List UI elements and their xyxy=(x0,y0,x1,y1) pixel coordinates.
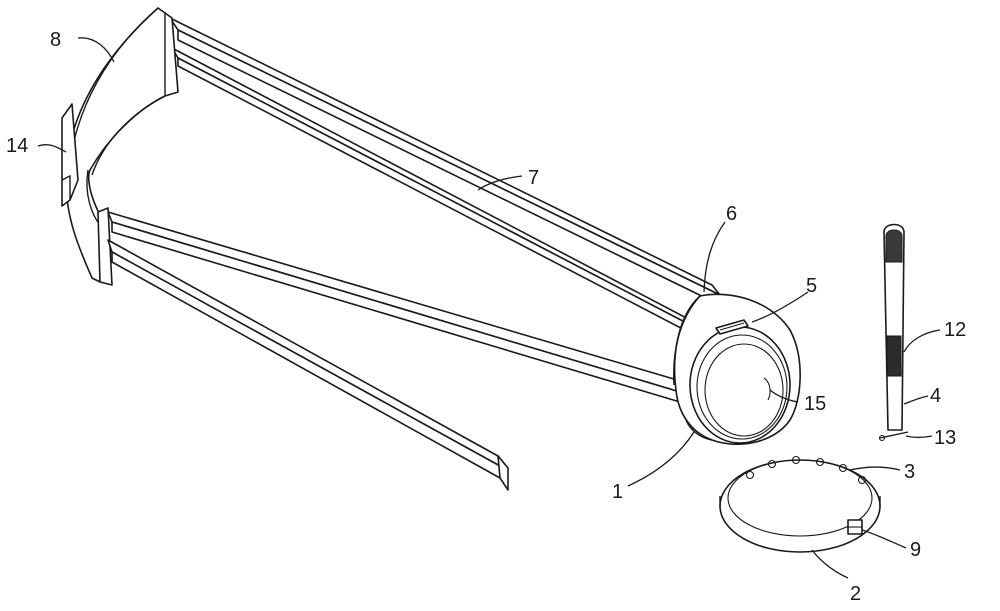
bottom-plate xyxy=(97,207,113,286)
label-3: 3 xyxy=(904,461,915,483)
ring-hole xyxy=(745,470,755,480)
label-15: 15 xyxy=(804,393,826,415)
label-4: 4 xyxy=(930,385,941,407)
strap-patch-top xyxy=(885,229,903,263)
label-1: 1 xyxy=(612,481,623,503)
ring-hole xyxy=(815,457,825,467)
label-6: 6 xyxy=(726,203,737,225)
leader-lines xyxy=(37,37,941,579)
label-8: 8 xyxy=(50,29,61,51)
ring-hole xyxy=(857,475,867,485)
main-ring xyxy=(673,293,801,446)
reference-numerals: 8 14 7 6 5 12 4 15 13 3 1 9 2 xyxy=(6,29,966,605)
leg-rod xyxy=(107,239,509,491)
side-tab xyxy=(61,103,79,207)
strap xyxy=(878,223,909,442)
label-9: 9 xyxy=(910,539,921,561)
ring-hole xyxy=(767,459,777,469)
label-14: 14 xyxy=(6,135,28,157)
loose-ring xyxy=(719,455,881,553)
top-rod xyxy=(169,17,721,339)
ring-hole xyxy=(838,463,848,473)
ring-hole xyxy=(791,455,801,465)
label-12: 12 xyxy=(944,319,966,341)
label-5: 5 xyxy=(806,275,817,297)
label-2: 2 xyxy=(850,583,861,605)
strap-patch-middle xyxy=(886,335,902,377)
label-13: 13 xyxy=(934,427,956,449)
label-7: 7 xyxy=(528,167,539,189)
